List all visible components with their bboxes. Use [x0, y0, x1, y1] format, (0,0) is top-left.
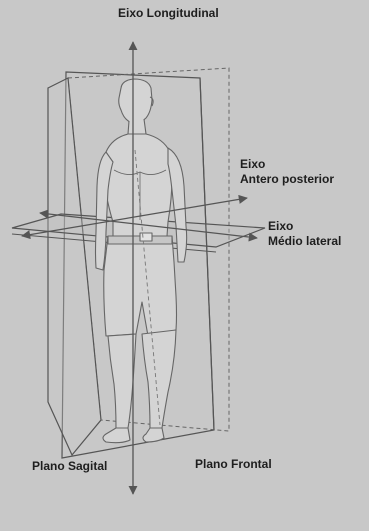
frontal-plane-label: Plano Frontal — [195, 457, 272, 472]
sagittal-plane — [48, 78, 101, 455]
longitudinal-axis-label: Eixo Longitudinal — [118, 6, 219, 21]
anteroposterior-axis-label-line2: Antero posterior — [240, 172, 334, 187]
anteroposterior-axis-label-line1: Eixo — [240, 157, 334, 172]
mediolateral-axis-label-line1: Eixo — [268, 219, 341, 234]
mediolateral-axis-label: Eixo Médio lateral — [268, 219, 341, 249]
anteroposterior-axis-label: Eixo Antero posterior — [240, 157, 334, 187]
frontal-plane-front-edge — [200, 78, 214, 430]
mediolateral-axis-label-line2: Médio lateral — [268, 234, 341, 249]
human-figure — [96, 79, 187, 443]
sagittal-plane-label: Plano Sagital — [32, 459, 107, 474]
